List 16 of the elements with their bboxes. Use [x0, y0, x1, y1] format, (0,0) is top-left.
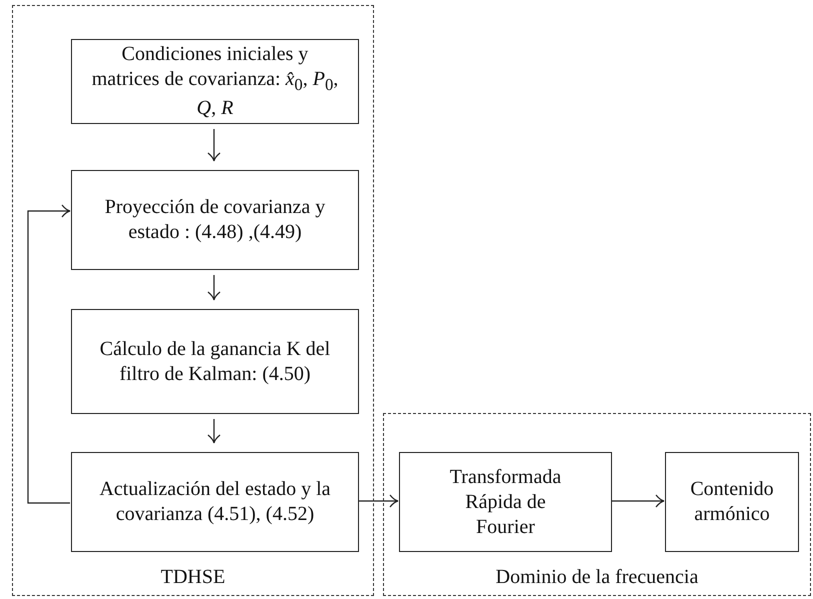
- dashed-group: [383, 413, 811, 596]
- box-text: Transformada Rápida de Fourier: [448, 464, 562, 540]
- process-box: [71, 39, 359, 124]
- box-text: Actualización del estado y la covarianza (4.51), (4.52): [98, 477, 332, 527]
- box-text: Contenido armónico: [689, 477, 775, 527]
- group-label: Dominio de la frecuencia: [496, 566, 698, 589]
- box-text: Cálculo de la ganancia K del filtro de Kalman: (4.50): [98, 336, 332, 386]
- box-text: Proyección de covarianza y estado : (4.48) ,(4.49): [104, 195, 326, 245]
- group-label: TDHSE: [160, 566, 226, 589]
- process-box: [71, 309, 359, 414]
- dashed-group: [12, 5, 374, 596]
- process-box: [399, 452, 612, 552]
- process-box: [665, 452, 799, 552]
- process-box: [71, 170, 359, 270]
- process-box: [71, 452, 359, 552]
- box-text: Condiciones iniciales y matrices de covarianza: x̂$_{0}$, P$_{0}$, Q, R: [90, 42, 340, 121]
